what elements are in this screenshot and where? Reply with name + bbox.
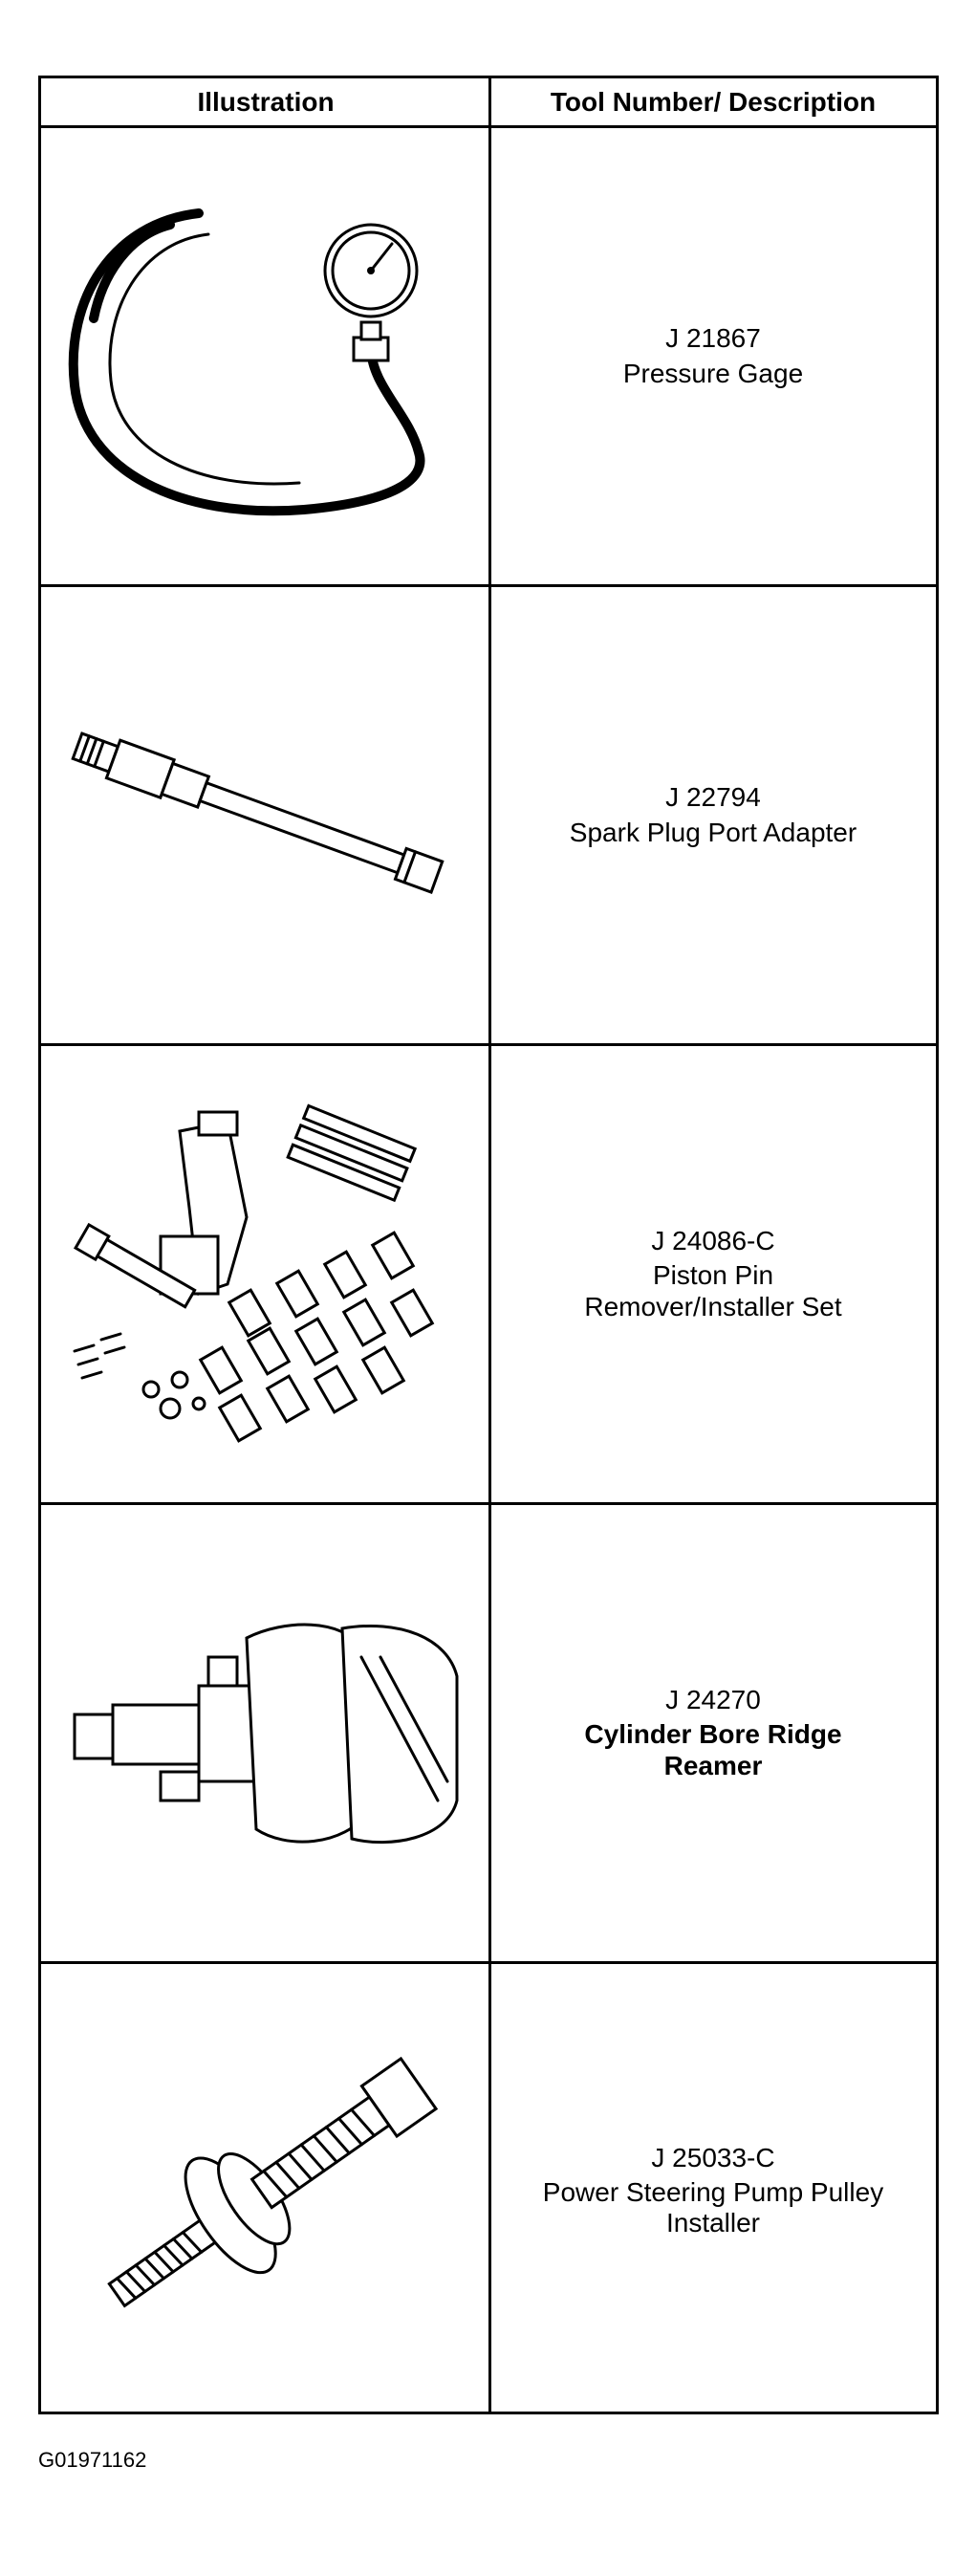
tool-name-line2: Remover/Installer Set: [584, 1291, 842, 1321]
column-divider: [488, 78, 491, 2412]
spark-plug-port-adapter-illustration: [41, 587, 490, 1043]
figure-id: G01971162: [38, 2448, 147, 2472]
tool-number: J 24270: [665, 1685, 761, 1715]
ridge-reamer-illustration: [41, 1505, 490, 1961]
table-row: J 24086-C Piston Pin Remover/Installer S…: [41, 1046, 936, 1505]
tool-name: Power Steering Pump Pulley: [542, 2176, 884, 2207]
tool-name: Pressure Gage: [622, 358, 804, 388]
table-row: J 21867 Pressure Gage: [41, 128, 936, 587]
piston-pin-set-illustration: [41, 1046, 490, 1502]
tool-name: Piston Pin: [652, 1260, 774, 1291]
tool-description: J 24270 Cylinder Bore Ridge Reamer: [490, 1505, 936, 1961]
tool-number: J 24086-C: [651, 1226, 775, 1256]
tool-description: J 22794 Spark Plug Port Adapter: [490, 587, 936, 1043]
tool-number: J 25033-C: [651, 2142, 775, 2172]
table-row: J 25033-C Power Steering Pump Pulley Ins…: [41, 1964, 936, 2417]
tool-description: J 21867 Pressure Gage: [490, 128, 936, 584]
header-illustration: Illustration: [197, 86, 335, 117]
tool-number: J 22794: [665, 782, 761, 813]
table-row: J 24270 Cylinder Bore Ridge Reamer: [41, 1505, 936, 1964]
header-description: Tool Number/ Description: [550, 86, 877, 117]
pulley-installer-illustration: [41, 1964, 490, 2417]
tool-description: J 24086-C Piston Pin Remover/Installer S…: [490, 1046, 936, 1502]
pressure-gage-illustration: [41, 128, 490, 584]
tool-name: Spark Plug Port Adapter: [569, 817, 857, 847]
tool-name-line2: Reamer: [663, 1750, 763, 1780]
tool-name: Cylinder Bore Ridge: [584, 1719, 842, 1750]
tool-number: J 21867: [665, 323, 761, 354]
tool-name-line2: Installer: [665, 2208, 761, 2238]
tool-description: J 25033-C Power Steering Pump Pulley Ins…: [490, 1964, 936, 2417]
table-row: J 22794 Spark Plug Port Adapter: [41, 587, 936, 1046]
table-header: Illustration Tool Number/ Description: [41, 78, 936, 128]
tool-table: Illustration Tool Number/ Description J …: [38, 76, 939, 2414]
